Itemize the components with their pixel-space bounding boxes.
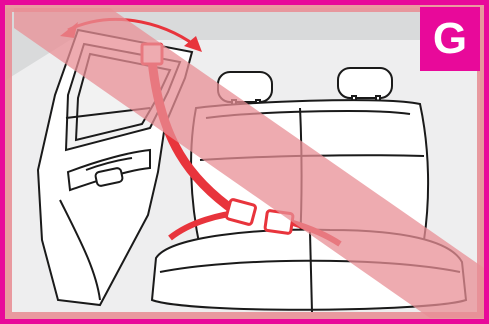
right-headrest bbox=[338, 68, 392, 98]
step-badge: G bbox=[420, 7, 480, 71]
